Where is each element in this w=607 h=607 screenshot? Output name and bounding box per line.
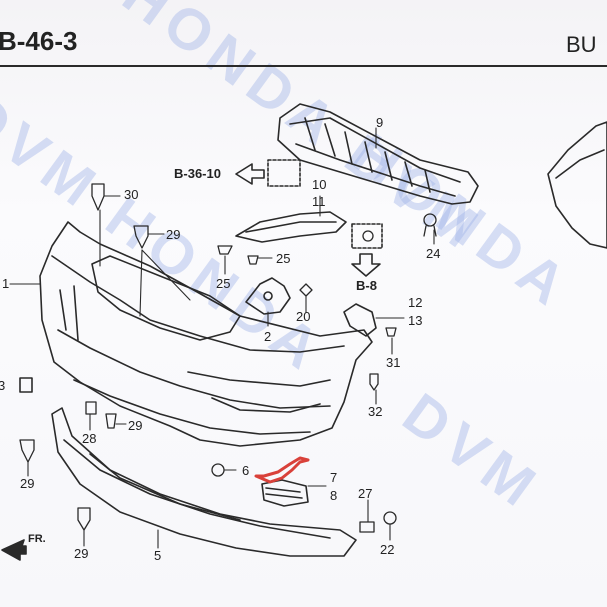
lower-bracket-part — [245, 277, 291, 315]
callout-25-bottom: 25 — [216, 276, 231, 291]
side-panel-part — [547, 121, 607, 249]
callout-27: 27 — [358, 486, 373, 501]
front-label: FR. — [28, 533, 46, 545]
ref-arrow — [351, 253, 381, 277]
ref-arrow — [235, 163, 265, 185]
callout-24: 24 — [426, 246, 441, 261]
side-bracket-part — [343, 303, 377, 337]
callout-28: 28 — [82, 431, 97, 446]
ref-box — [267, 159, 301, 187]
ref-box — [351, 223, 383, 249]
callout-2: 2 — [264, 329, 272, 344]
callout-30: 30 — [124, 187, 139, 202]
callout-29-upper: 29 — [166, 227, 181, 242]
lower-spoiler-part — [51, 407, 357, 557]
callout-13: 13 — [408, 313, 423, 328]
callout-9: 9 — [376, 115, 384, 130]
callout-12: 12 — [408, 295, 423, 310]
fasteners — [19, 183, 437, 533]
page-code: B-46-3 — [0, 26, 78, 56]
highlight-arrow — [254, 456, 310, 484]
ref-b-8: B-8 — [356, 278, 377, 293]
callout-11: 11 — [312, 194, 326, 209]
callout-29-bottom: 29 — [74, 546, 89, 561]
front-direction-arrow — [1, 539, 27, 561]
callout-29-left: 29 — [20, 476, 35, 491]
callout-25-top: 25 — [276, 251, 291, 266]
section-code: BU — [566, 32, 597, 57]
callout-3: 3 — [0, 378, 6, 393]
callout-8: 8 — [330, 488, 338, 503]
fog-grille-part — [261, 479, 309, 507]
callout-5: 5 — [154, 548, 162, 563]
front-bumper-part — [39, 221, 373, 447]
callout-6: 6 — [242, 463, 250, 478]
ref-b-36-10: B-36-10 — [174, 166, 221, 181]
callout-22: 22 — [380, 542, 395, 557]
callout-1: 1 — [2, 276, 10, 291]
callout-32: 32 — [368, 404, 383, 419]
leader-lines — [9, 127, 435, 549]
bracket-part — [235, 211, 347, 243]
clip-part — [19, 377, 33, 393]
callout-7: 7 — [330, 470, 338, 485]
callout-31: 31 — [386, 355, 401, 370]
callout-10: 10 — [312, 177, 327, 192]
callout-20: 20 — [296, 309, 311, 324]
callout-29-mid: 29 — [128, 418, 143, 433]
